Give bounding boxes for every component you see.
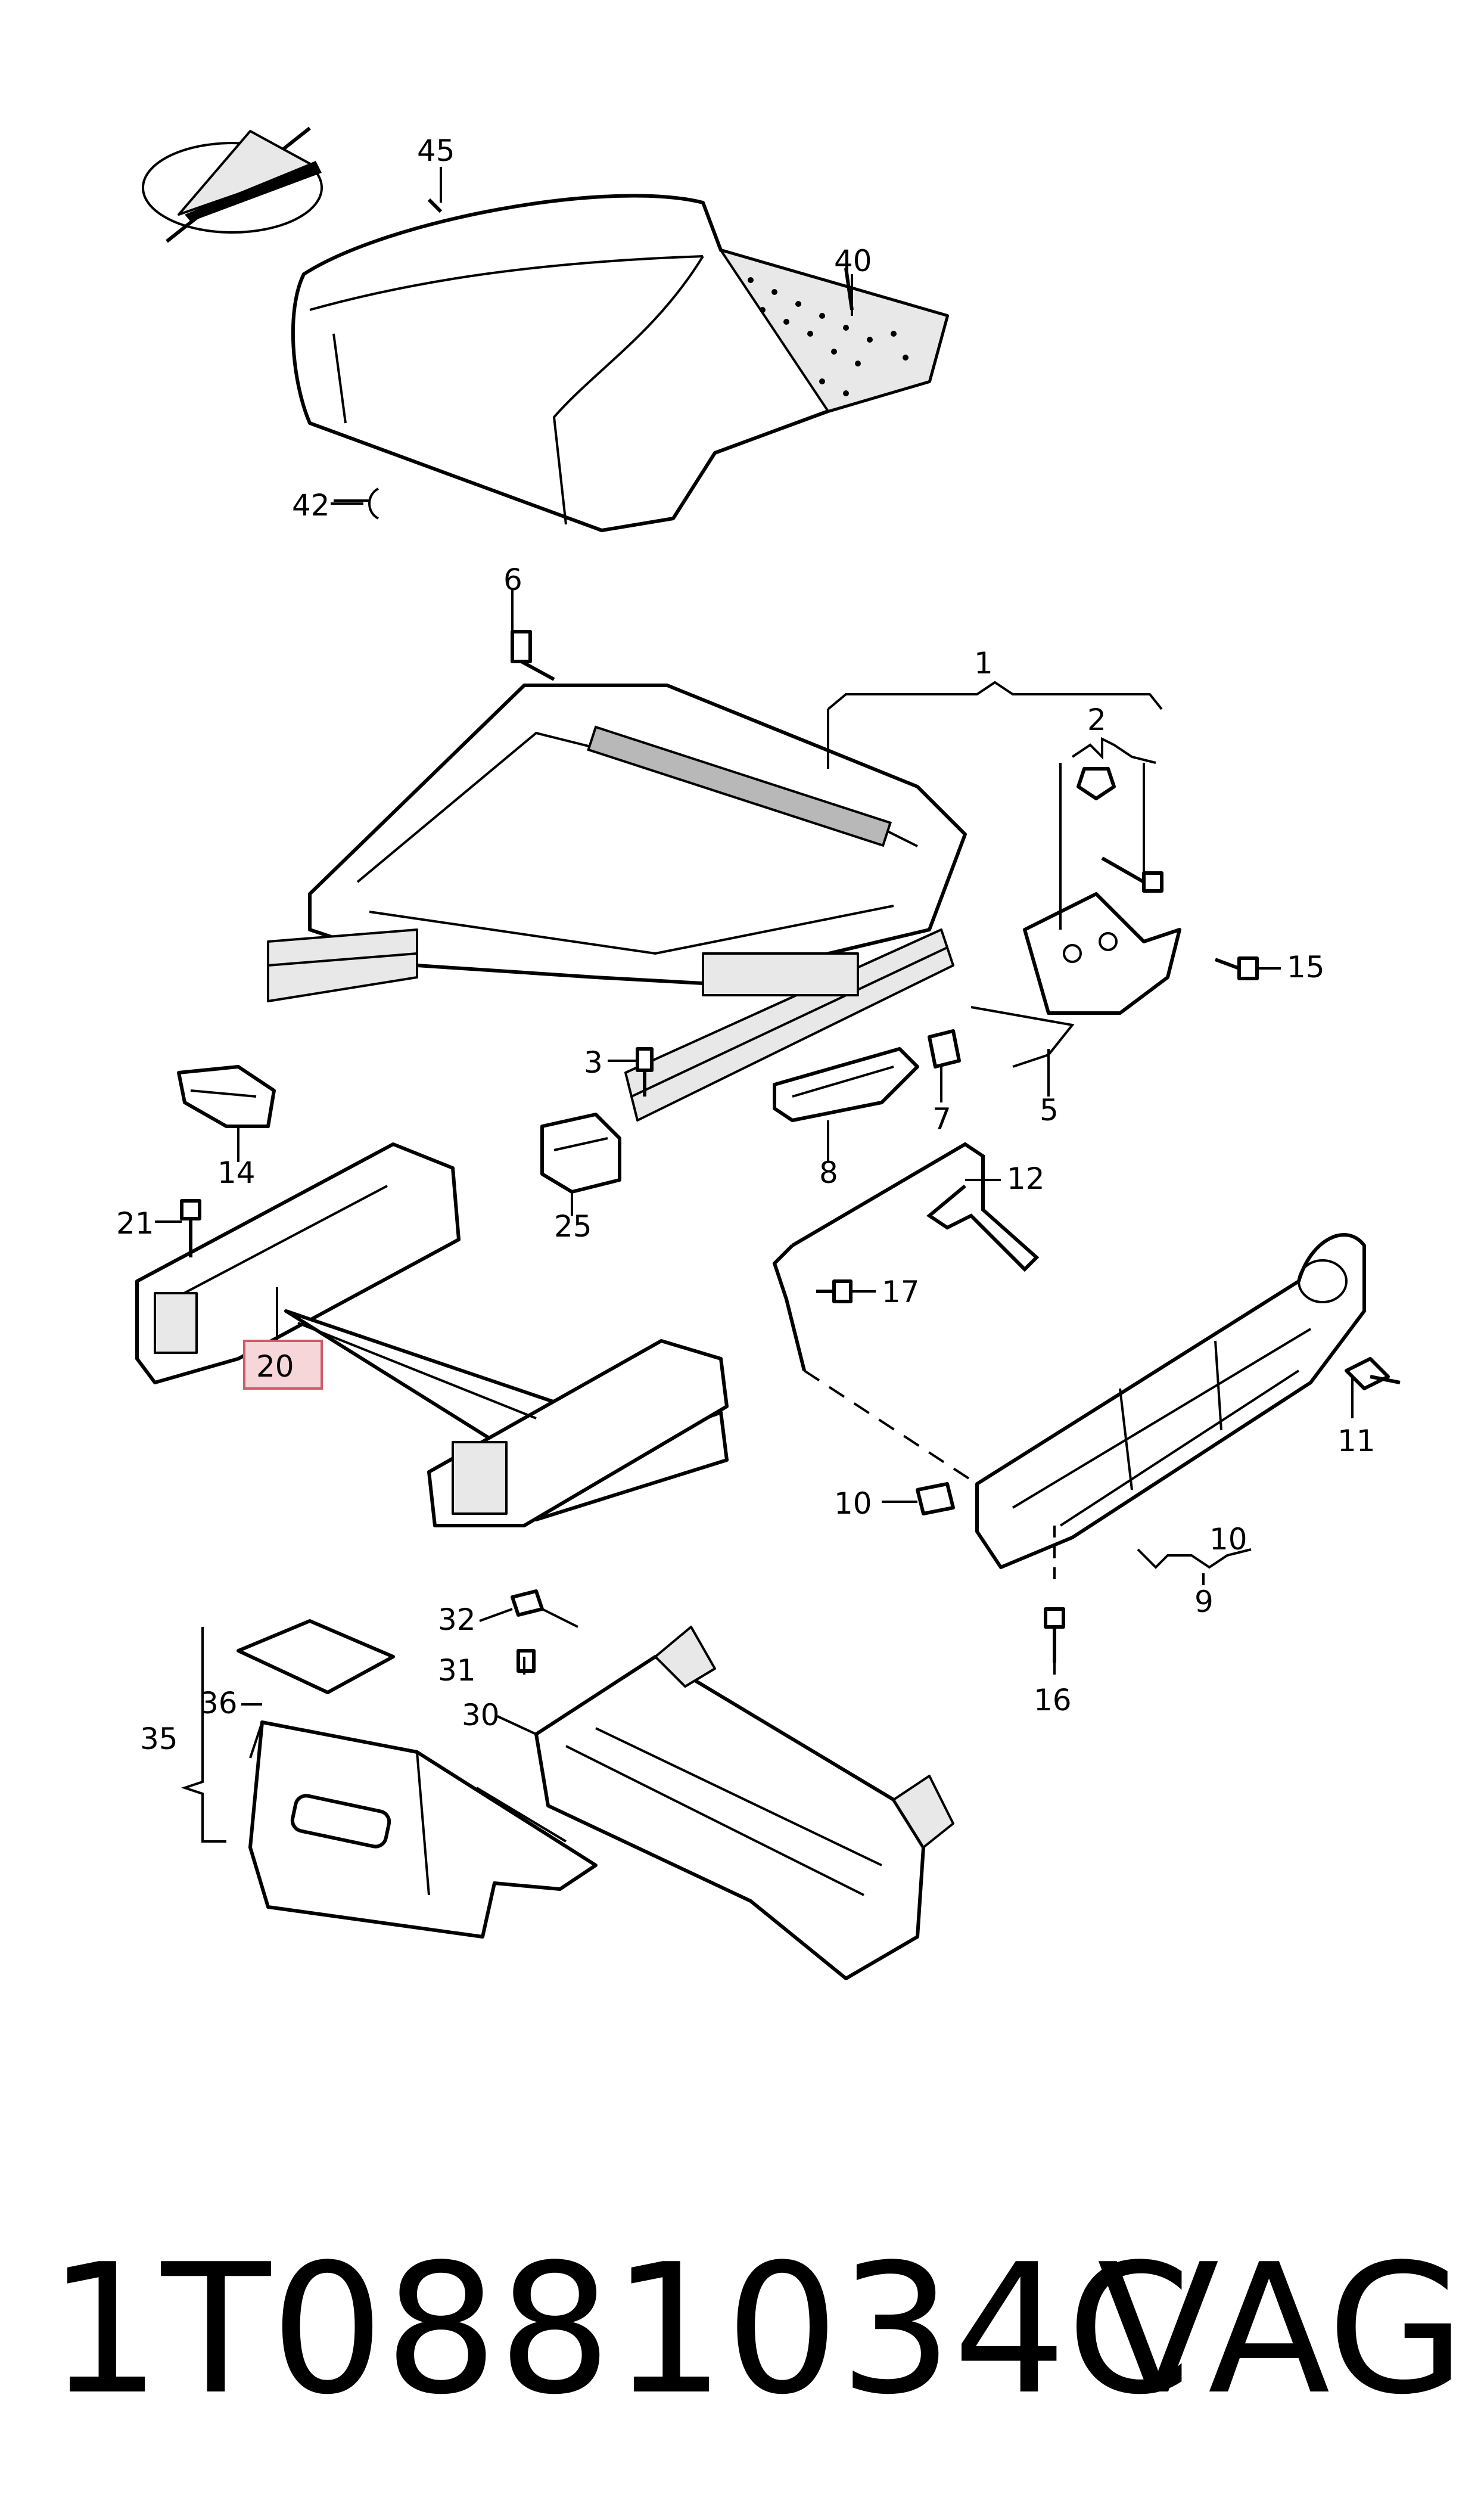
clip-10 xyxy=(916,1482,955,1515)
callout-10a: 10 xyxy=(834,1486,872,1521)
highlight-box-20 xyxy=(243,1340,323,1390)
base-frame-20 xyxy=(135,1142,729,1527)
handle-8 xyxy=(773,1047,919,1122)
callout-25: 25 xyxy=(554,1209,592,1244)
logo-emblem xyxy=(142,126,323,243)
callout-17: 17 xyxy=(882,1275,920,1309)
part-25 xyxy=(540,1113,621,1194)
part-number: 1T0881034C xyxy=(48,2226,1191,2434)
callout-45: 45 xyxy=(417,133,455,168)
screw-16 xyxy=(1044,1607,1065,1663)
caption: 1T0881034C VAG xyxy=(48,2205,1466,2455)
leader-lines xyxy=(155,167,1354,1843)
wire-12 xyxy=(772,1142,1040,1371)
screw-15 xyxy=(1214,956,1259,980)
callout-35: 35 xyxy=(140,1722,178,1756)
screw-17 xyxy=(816,1279,853,1303)
callout-30: 30 xyxy=(462,1698,500,1732)
side-panel-9 xyxy=(803,1233,1366,1579)
callout-2: 2 xyxy=(1087,703,1106,737)
callout-12: 12 xyxy=(1007,1161,1045,1196)
callout-40: 40 xyxy=(834,244,872,278)
callout-14: 14 xyxy=(217,1156,256,1190)
callout-8: 8 xyxy=(819,1156,838,1190)
seat-cushion-45 xyxy=(291,194,949,532)
drawer-35 xyxy=(248,1720,598,1939)
callout-32: 32 xyxy=(438,1602,476,1637)
callout-42: 42 xyxy=(292,488,330,523)
callout-5: 5 xyxy=(1040,1093,1059,1128)
drawer-housing-30 xyxy=(534,1626,954,1980)
knob-14 xyxy=(177,1065,276,1128)
callout-21: 21 xyxy=(116,1206,154,1241)
bracket-2 xyxy=(970,767,1181,1068)
pad-36 xyxy=(237,1619,395,1694)
callout-16: 16 xyxy=(1034,1683,1072,1717)
callout-15: 15 xyxy=(1287,950,1325,984)
callout-36: 36 xyxy=(200,1686,238,1720)
seat-frame-1 xyxy=(267,684,967,1122)
clip-32 xyxy=(511,1589,578,1628)
screw-21 xyxy=(180,1199,201,1257)
callout-31: 31 xyxy=(438,1653,476,1688)
callout-11: 11 xyxy=(1337,1424,1376,1458)
bolt-6 xyxy=(511,630,555,681)
screw-31 xyxy=(517,1649,536,1673)
callout-6: 6 xyxy=(503,563,522,597)
brand-name: VAG xyxy=(1097,2226,1466,2434)
callout-1: 1 xyxy=(974,646,993,681)
callout-9: 9 xyxy=(1194,1585,1214,1619)
callout-20: 20 xyxy=(256,1349,294,1384)
callout-labels: 45 40 42 6 1 2 15 3 7 5 8 12 14 25 21 17… xyxy=(116,133,1376,1756)
callout-7: 7 xyxy=(932,1102,951,1136)
callout-3: 3 xyxy=(584,1045,603,1080)
callout-10b: 10 xyxy=(1209,1522,1247,1557)
clip-7 xyxy=(928,1029,961,1069)
clip-11 xyxy=(1345,1357,1401,1390)
